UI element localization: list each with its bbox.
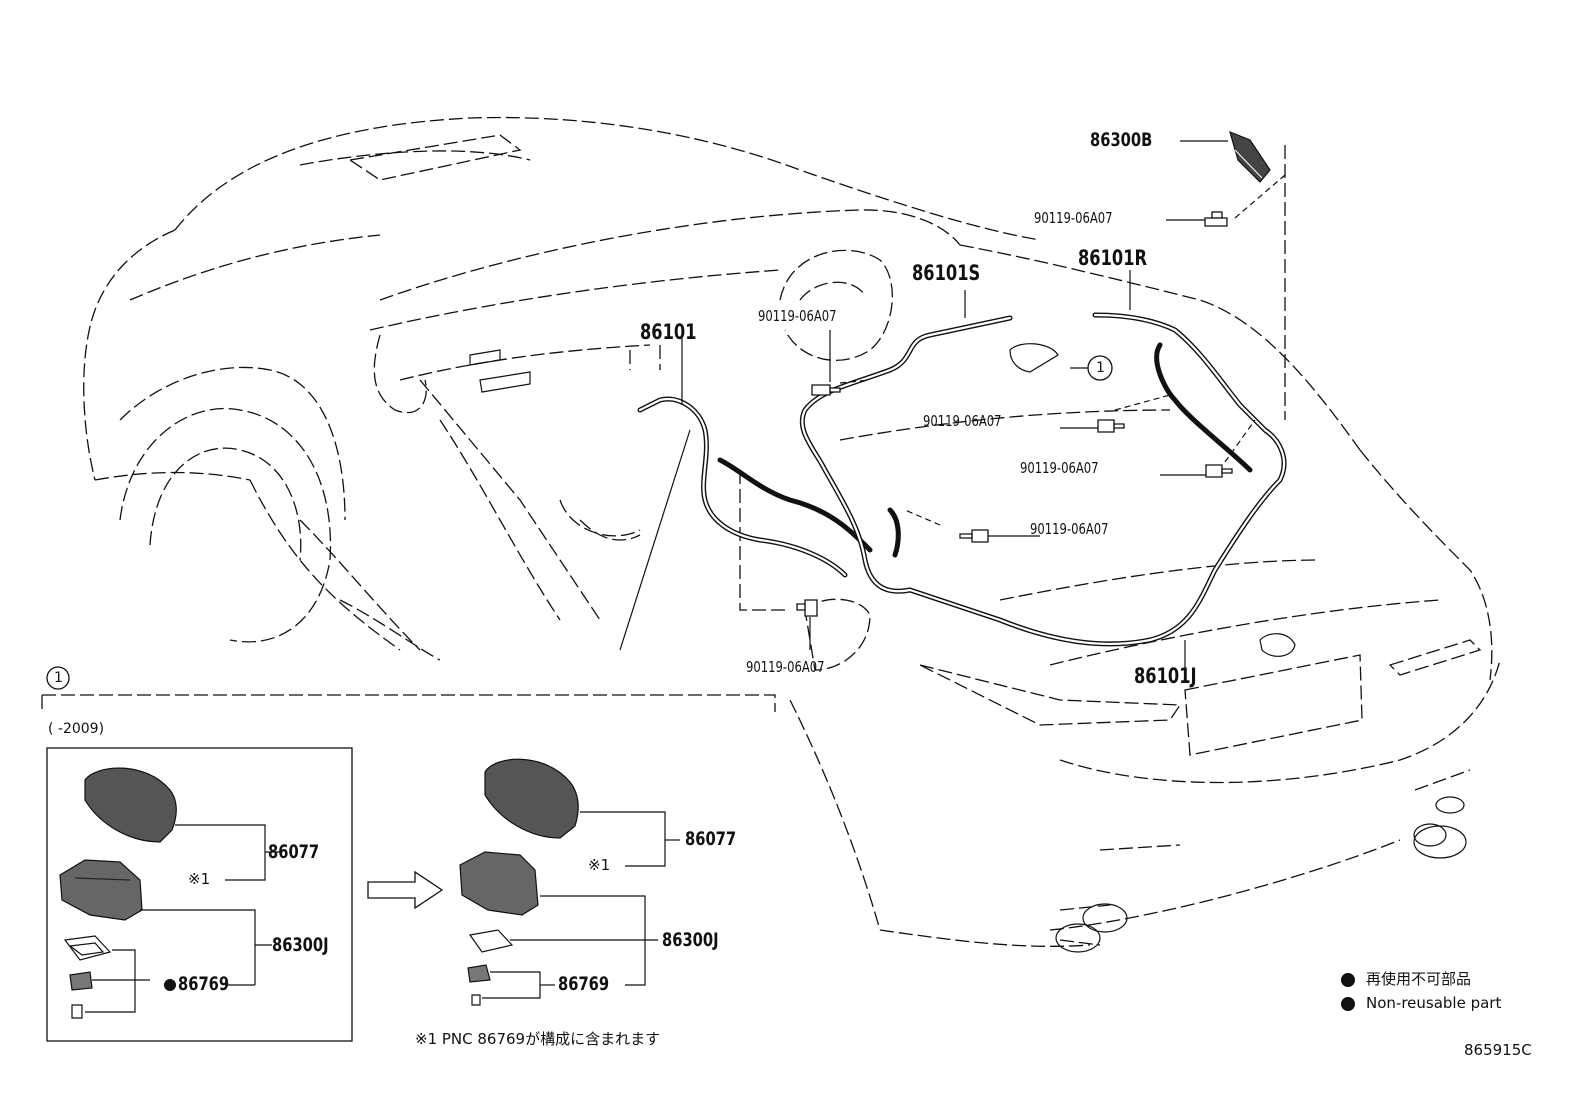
label-90119-mid3: 90119-06A07 <box>1030 520 1109 538</box>
cable-harness <box>637 312 1287 647</box>
bolt-mid1-icon <box>1097 419 1125 433</box>
vehicle-details <box>469 343 1467 953</box>
bolt-top-icon <box>1204 211 1228 227</box>
detail-marker: 1 <box>54 670 63 686</box>
detail-old-leaders <box>85 824 282 1013</box>
new-label-86300J: 86300J <box>662 929 719 951</box>
old-label-86300J: 86300J <box>272 934 329 956</box>
label-86101R: 86101R <box>1078 246 1148 270</box>
label-90119-mid2: 90119-06A07 <box>1020 459 1099 477</box>
detail-period-note: ( -2009) <box>48 721 105 737</box>
bolt-steer-icon <box>811 384 841 396</box>
callout-1-number: 1 <box>1096 360 1105 376</box>
callout-1-circle <box>1087 355 1113 381</box>
detail-new-parts <box>459 758 579 1006</box>
new-label-86077: 86077 <box>685 828 737 850</box>
vehicle-outline <box>83 116 1501 947</box>
legend-dot-en <box>1341 997 1355 1011</box>
label-90119-steer: 90119-06A07 <box>758 307 837 325</box>
arrow-icon <box>367 870 444 910</box>
non-reusable-dot-old <box>164 979 176 991</box>
legend-en: Non-reusable part <box>1366 994 1502 1012</box>
legend-dot-ja <box>1341 973 1355 987</box>
footnote: ※1 PNC 86769が構成に含まれます <box>415 1030 661 1048</box>
bolt-mid2-icon <box>1205 464 1233 478</box>
label-86300B: 86300B <box>1090 129 1153 151</box>
label-90119-bottom: 90119-06A07 <box>746 658 825 676</box>
label-86101J: 86101J <box>1134 664 1197 688</box>
detail-frame <box>41 666 776 1042</box>
new-label-86769: 86769 <box>558 973 610 995</box>
detail-new-leaders <box>482 811 680 999</box>
cable-highlight <box>638 313 1286 645</box>
old-note-ref: ※1 <box>188 870 211 888</box>
legend-ja: 再使用不可部品 <box>1366 970 1472 988</box>
label-86101S: 86101S <box>912 261 981 285</box>
old-label-86769: 86769 <box>178 973 230 995</box>
old-label-86077: 86077 <box>268 841 320 863</box>
label-90119-top: 90119-06A07 <box>1034 209 1113 227</box>
label-90119-mid1: 90119-06A07 <box>923 412 1002 430</box>
leader-lines <box>619 140 1286 680</box>
antenna-86300B-drawing <box>1229 130 1271 183</box>
label-86101: 86101 <box>640 320 697 344</box>
diagram-code: 865915C <box>1464 1041 1532 1059</box>
bolt-mid3-icon <box>959 529 989 543</box>
new-note-ref: ※1 <box>588 856 611 874</box>
bolt-bottom-icon <box>796 599 818 617</box>
